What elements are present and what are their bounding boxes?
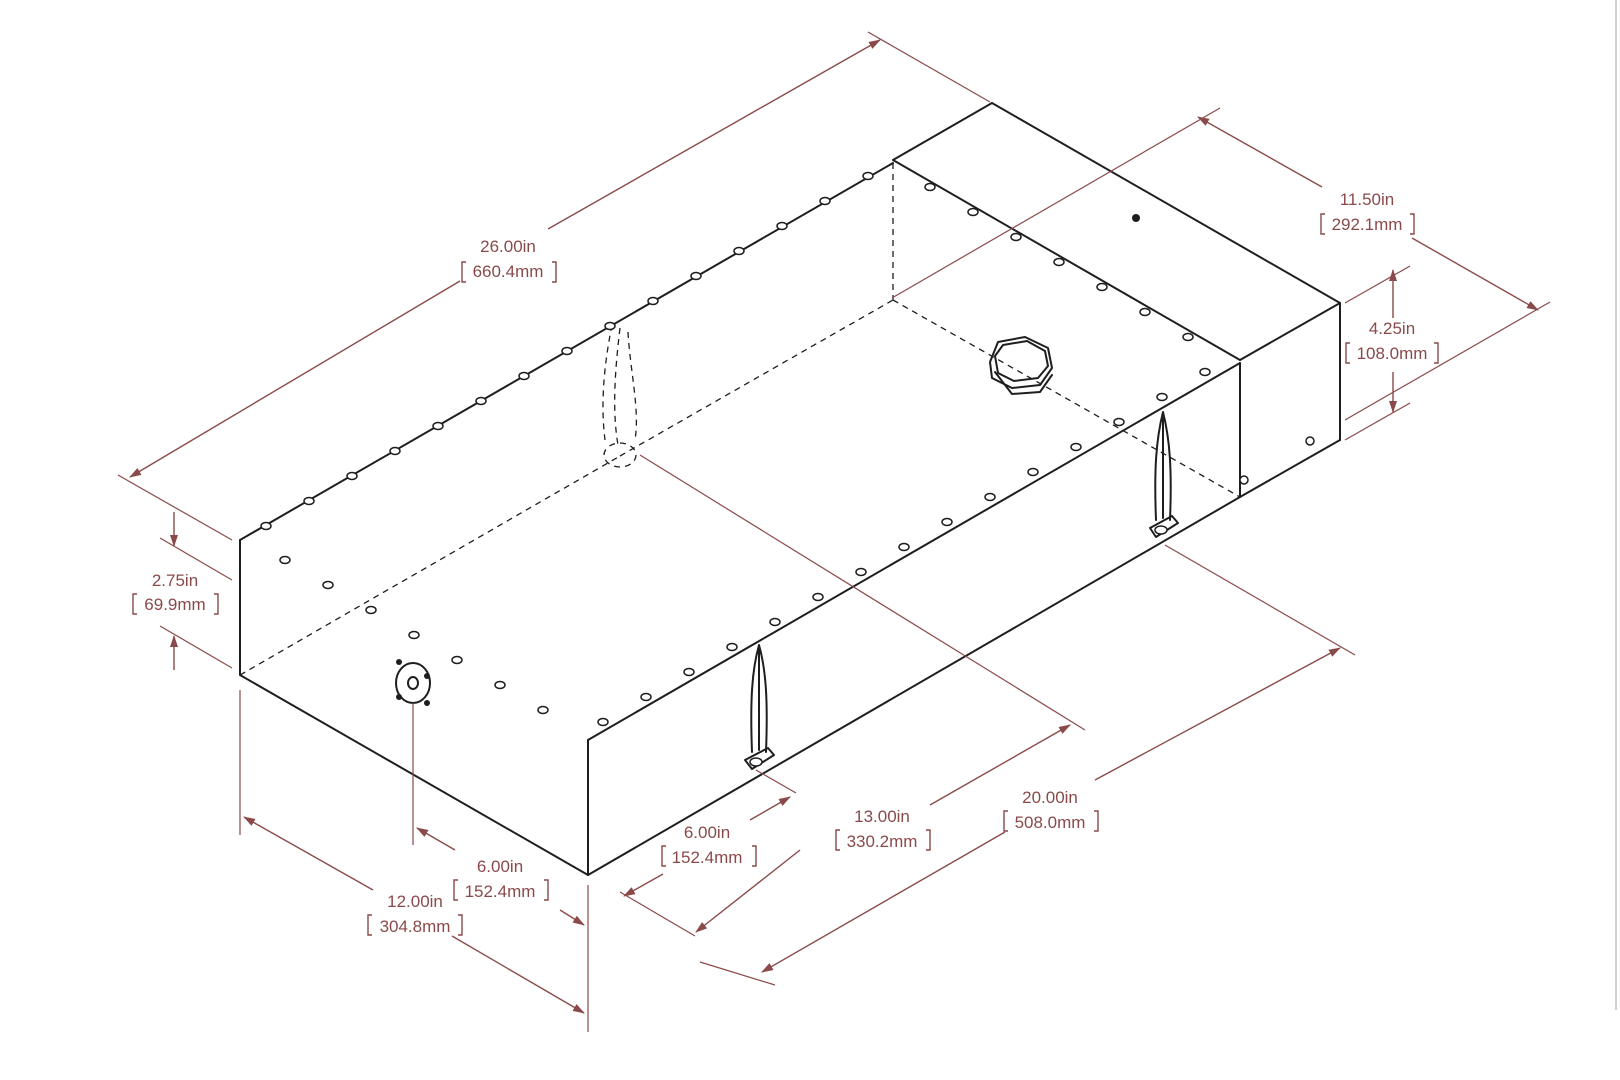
dim-fitting-offset-mm: 152.4mm — [465, 882, 536, 901]
dim-mount-offset-mm: 152.4mm — [672, 848, 743, 867]
front-face-outline — [239, 539, 589, 876]
bolt-row-front-face — [279, 555, 549, 715]
dim-front-height-mm: 69.9mm — [144, 595, 205, 614]
raised-front-top-edge — [892, 159, 1241, 361]
dim-top-width-mm: 292.1mm — [1332, 215, 1403, 234]
hidden-bracket — [602, 324, 638, 446]
dim-front-height-in: 2.75in — [152, 571, 198, 590]
bolt-row-back — [260, 171, 874, 531]
dim-top-height-mm: 108.0mm — [1357, 344, 1428, 363]
vent-hole — [1132, 214, 1140, 222]
dim-mount-offset: 6.00in 152.4mm — [619, 769, 797, 937]
hidden-bracket-foot — [603, 442, 637, 468]
raised-left-top-edge — [892, 102, 993, 161]
top-right-edge — [587, 362, 1241, 741]
raised-right-top-edge — [1239, 302, 1341, 361]
hidden-edge-bottom-right — [892, 299, 1241, 498]
dim-overall-width: 12.00in 304.8mm — [239, 690, 589, 1032]
dim-mount-spacing: 13.00in 330.2mm — [639, 454, 1356, 933]
dim-mount-spacing-mm: 330.2mm — [847, 832, 918, 851]
hidden-edge-bottom-back — [619, 299, 894, 457]
dim-mount-spacing-in: 13.00in — [854, 807, 910, 826]
dim-fitting-offset-in: 6.00in — [477, 857, 523, 876]
dim-top-section-height: 4.25in 108.0mm — [1344, 265, 1439, 441]
dim-overall-length-mm: 660.4mm — [473, 262, 544, 281]
mounting-bracket-front — [744, 644, 775, 770]
dim-mount-offset-in: 6.00in — [684, 823, 730, 842]
dim-top-section-width: 11.50in 292.1mm — [891, 107, 1551, 421]
filler-cap — [989, 336, 1053, 395]
side-fitting-2 — [1305, 436, 1315, 446]
dim-base-length: 20.00in 508.0mm — [699, 647, 1341, 986]
fuel-tank-body — [239, 102, 1341, 876]
bottom-right-edge — [587, 496, 1241, 876]
dim-fitting-offset: 6.00in 152.4mm — [412, 703, 585, 926]
fitting-flange — [395, 659, 431, 706]
side-fitting-1 — [1239, 475, 1249, 485]
dim-overall-width-in: 12.00in — [387, 892, 443, 911]
dim-top-width-in: 11.50in — [1340, 190, 1395, 209]
dim-top-height-in: 4.25in — [1369, 319, 1415, 338]
dim-overall-length-in: 26.00in — [480, 237, 536, 256]
dim-base-length-in: 20.00in — [1022, 788, 1078, 807]
mounting-bracket-rear — [1149, 411, 1179, 538]
dim-overall-width-mm: 304.8mm — [380, 917, 451, 936]
raised-back-edge — [991, 102, 1341, 304]
bolt-row-right — [597, 367, 1211, 727]
dim-front-height: 2.75in 69.9mm — [132, 512, 233, 670]
dim-overall-length: 26.00in 660.4mm — [117, 31, 991, 541]
raised-bottom-edge — [1239, 439, 1341, 498]
dim-base-length-mm: 508.0mm — [1015, 813, 1086, 832]
hidden-edge-bottom-left — [239, 455, 621, 676]
bolt-row-raised — [924, 182, 1194, 342]
